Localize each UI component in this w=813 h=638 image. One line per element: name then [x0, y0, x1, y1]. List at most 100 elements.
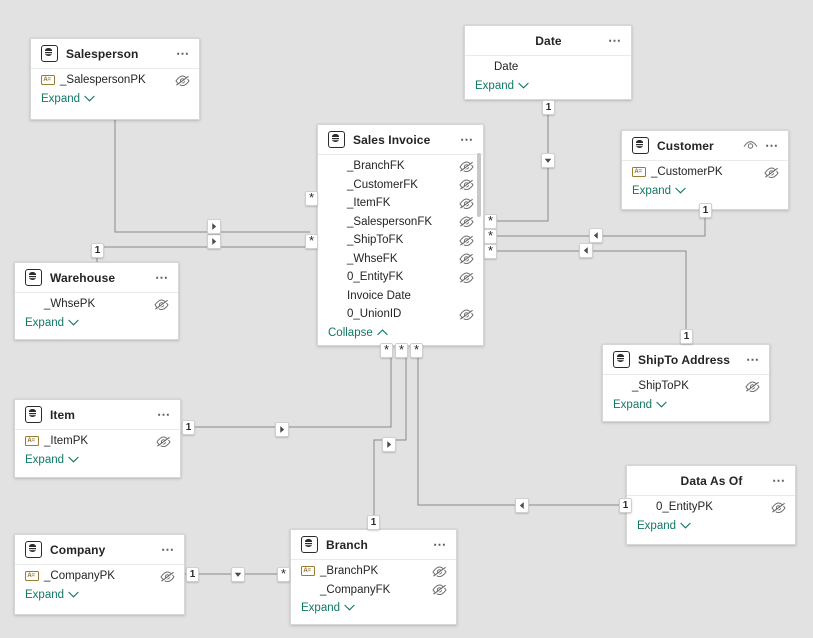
expand-button[interactable]: Expand: [637, 520, 691, 532]
field-row[interactable]: _ShipToFK: [318, 231, 483, 250]
cardinality-one-badge[interactable]: 1: [91, 243, 104, 258]
cross-filter-arrow-right-icon[interactable]: [207, 219, 221, 234]
table-header-shipto-address[interactable]: ShipTo Address⋯: [603, 345, 769, 375]
table-header-sales-invoice[interactable]: Sales Invoice⋯: [318, 125, 483, 155]
expand-button[interactable]: Expand: [632, 185, 686, 197]
more-options-icon[interactable]: ⋯: [161, 541, 175, 557]
field-row[interactable]: _SalespersonFK: [318, 213, 483, 232]
field-row[interactable]: _ItemFK: [318, 194, 483, 213]
expand-button[interactable]: Expand: [25, 317, 79, 329]
field-row[interactable]: A=_ItemPK: [15, 432, 180, 451]
eye-hidden-icon[interactable]: [156, 436, 171, 447]
expand-button[interactable]: Expand: [301, 602, 355, 614]
more-options-icon[interactable]: ⋯: [765, 137, 779, 153]
eye-hidden-icon[interactable]: [160, 571, 175, 582]
table-card-shipto-address[interactable]: ShipTo Address⋯ _ShipToPK Expand: [602, 344, 770, 422]
field-row[interactable]: _CompanyFK: [291, 581, 456, 600]
table-card-warehouse[interactable]: Warehouse⋯ _WhsePK Expand: [14, 262, 179, 340]
eye-hidden-icon[interactable]: [459, 272, 474, 283]
cardinality-many-badge[interactable]: *: [410, 342, 423, 358]
table-card-data-as-of[interactable]: Data As Of⋯ 0_EntityPK Expand: [626, 465, 796, 545]
more-options-icon[interactable]: ⋯: [460, 131, 474, 147]
eye-hidden-icon[interactable]: [459, 216, 474, 228]
cardinality-many-badge[interactable]: *: [484, 243, 497, 259]
cross-filter-arrow-down-icon[interactable]: [541, 153, 555, 168]
eye-hidden-icon[interactable]: [175, 75, 190, 86]
expand-button[interactable]: Expand: [25, 589, 79, 601]
eye-hidden-icon[interactable]: [459, 161, 474, 172]
field-row[interactable]: _CustomerFK: [318, 176, 483, 195]
field-row[interactable]: _ShipToPK: [603, 377, 769, 396]
more-options-icon[interactable]: ⋯: [155, 269, 169, 285]
eye-hidden-icon[interactable]: [764, 167, 779, 178]
vertical-scrollbar[interactable]: [477, 153, 481, 217]
eye-hidden-icon[interactable]: [459, 179, 474, 191]
cardinality-many-badge[interactable]: *: [380, 342, 393, 358]
eye-hidden-icon[interactable]: [459, 309, 474, 320]
cardinality-one-badge[interactable]: 1: [542, 100, 555, 115]
eye-visible-icon[interactable]: [743, 140, 758, 151]
table-card-customer[interactable]: Customer⋯ A=_CustomerPK Expand: [621, 130, 789, 210]
eye-hidden-icon[interactable]: [154, 299, 169, 310]
field-row[interactable]: 0_UnionID: [318, 305, 483, 324]
expand-button[interactable]: Expand: [613, 399, 667, 411]
field-row[interactable]: _WhsePK: [15, 295, 178, 314]
cross-filter-arrow-right-icon[interactable]: [207, 234, 221, 249]
cardinality-one-badge[interactable]: 1: [699, 203, 712, 218]
collapse-button[interactable]: Collapse: [328, 327, 388, 339]
cross-filter-arrow-left-icon[interactable]: [515, 498, 529, 513]
field-row[interactable]: A=_SalespersonPK: [31, 71, 199, 90]
cardinality-one-badge[interactable]: 1: [367, 515, 380, 530]
eye-hidden-icon[interactable]: [432, 566, 447, 577]
expand-button[interactable]: Expand: [41, 93, 95, 105]
table-card-sales-invoice[interactable]: Sales Invoice⋯ _BranchFK_CustomerFK_ItemF…: [317, 124, 484, 346]
more-options-icon[interactable]: ⋯: [433, 536, 447, 552]
table-header-data-as-of[interactable]: Data As Of⋯: [627, 466, 795, 496]
cardinality-many-badge[interactable]: *: [305, 233, 318, 249]
cross-filter-arrow-right-icon[interactable]: [382, 437, 396, 452]
field-row[interactable]: _BranchFK: [318, 157, 483, 176]
field-row[interactable]: A=_CompanyPK: [15, 567, 184, 586]
field-row[interactable]: Date: [465, 58, 631, 77]
cardinality-many-badge[interactable]: *: [277, 566, 290, 582]
cross-filter-arrow-left-icon[interactable]: [579, 243, 593, 258]
eye-hidden-icon[interactable]: [745, 381, 760, 392]
table-header-date[interactable]: Date⋯: [465, 26, 631, 56]
eye-hidden-icon[interactable]: [771, 502, 786, 513]
eye-hidden-icon[interactable]: [459, 235, 474, 246]
more-options-icon[interactable]: ⋯: [176, 45, 190, 61]
cross-filter-arrow-down-icon[interactable]: [231, 567, 245, 582]
field-row[interactable]: Invoice Date: [318, 287, 483, 306]
table-card-company[interactable]: Company⋯ A=_CompanyPK Expand: [14, 534, 185, 615]
cardinality-one-badge[interactable]: 1: [186, 567, 199, 582]
eye-hidden-icon[interactable]: [432, 584, 447, 596]
field-row[interactable]: A=_BranchPK: [291, 562, 456, 581]
field-row[interactable]: 0_EntityFK: [318, 268, 483, 287]
cardinality-one-badge[interactable]: 1: [182, 420, 195, 435]
table-header-customer[interactable]: Customer⋯: [622, 131, 788, 161]
table-header-salesperson[interactable]: Salesperson⋯: [31, 39, 199, 69]
table-header-warehouse[interactable]: Warehouse⋯: [15, 263, 178, 293]
cardinality-many-badge[interactable]: *: [395, 342, 408, 358]
more-options-icon[interactable]: ⋯: [772, 472, 786, 488]
eye-hidden-icon[interactable]: [459, 253, 474, 265]
eye-hidden-icon[interactable]: [459, 198, 474, 209]
expand-button[interactable]: Expand: [475, 80, 529, 92]
table-card-item[interactable]: Item⋯ A=_ItemPK Expand: [14, 399, 181, 478]
field-row[interactable]: A=_CustomerPK: [622, 163, 788, 182]
more-options-icon[interactable]: ⋯: [608, 32, 622, 48]
field-row[interactable]: 0_EntityPK: [627, 498, 795, 517]
expand-button[interactable]: Expand: [25, 454, 79, 466]
table-header-branch[interactable]: Branch⋯: [291, 530, 456, 560]
more-options-icon[interactable]: ⋯: [157, 406, 171, 422]
table-header-company[interactable]: Company⋯: [15, 535, 184, 565]
cross-filter-arrow-left-icon[interactable]: [589, 228, 603, 243]
field-row[interactable]: _WhseFK: [318, 250, 483, 269]
cardinality-one-badge[interactable]: 1: [619, 498, 632, 513]
more-options-icon[interactable]: ⋯: [746, 351, 760, 367]
table-card-branch[interactable]: Branch⋯ A=_BranchPK_CompanyFK Expand: [290, 529, 457, 625]
table-header-item[interactable]: Item⋯: [15, 400, 180, 430]
cardinality-one-badge[interactable]: 1: [680, 329, 693, 344]
